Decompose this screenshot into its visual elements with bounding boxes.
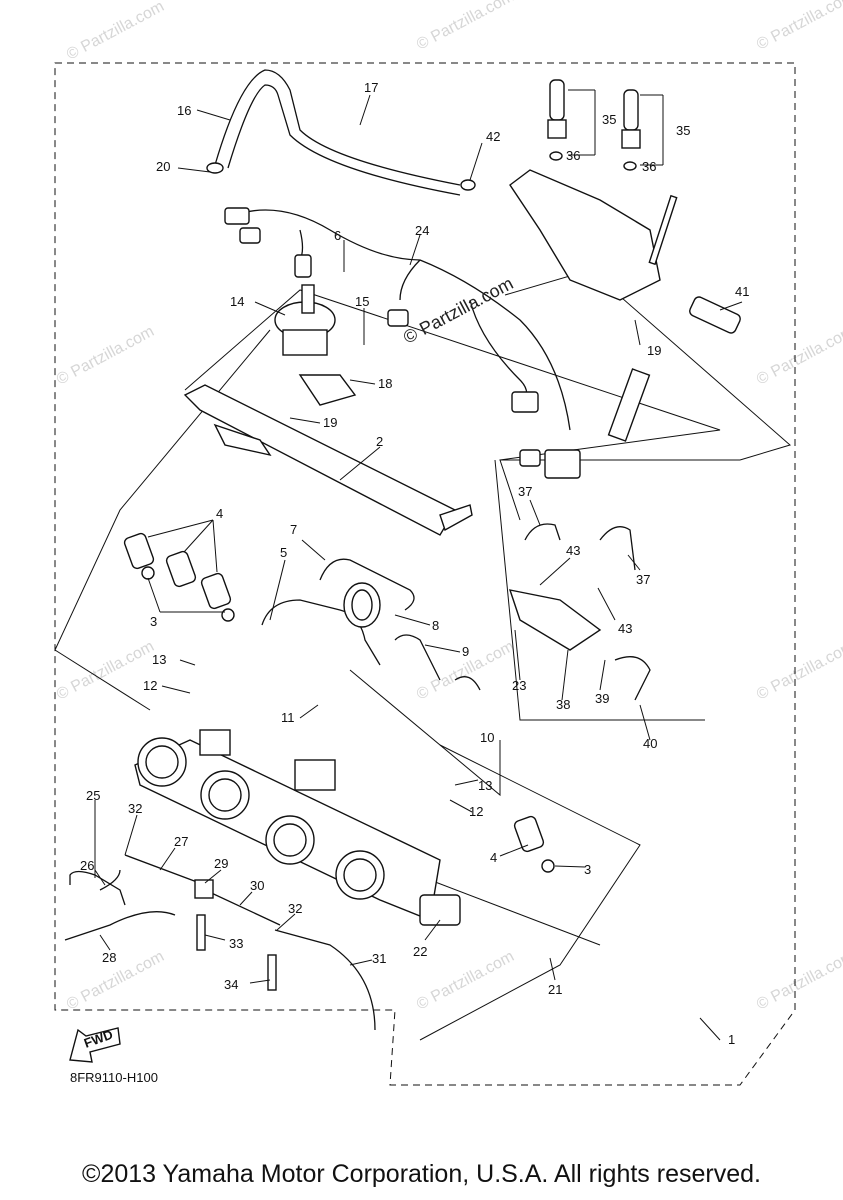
callout-28: 28 xyxy=(102,950,116,965)
diagram-code: 8FR9110-H100 xyxy=(70,1070,158,1085)
callout-19: 19 xyxy=(323,415,337,430)
callout-16: 16 xyxy=(177,103,191,118)
callout-15: 15 xyxy=(355,294,369,309)
watermark: © Partzilla.com xyxy=(754,323,843,389)
lower-hoses xyxy=(64,854,376,1031)
watermark: © Partzilla.com xyxy=(754,0,843,54)
callout-30: 30 xyxy=(250,878,264,893)
callout-11: 11 xyxy=(281,710,295,725)
fuel-rail xyxy=(183,374,473,536)
watermark: © Partzilla.com xyxy=(414,948,517,1014)
callout-36: 36 xyxy=(566,148,580,163)
callout-29: 29 xyxy=(214,856,228,871)
callout-17: 17 xyxy=(364,80,378,95)
callout-4: 4 xyxy=(216,506,223,521)
callout-38: 38 xyxy=(556,697,570,712)
assembly-boundary xyxy=(54,62,796,1086)
callout-14: 14 xyxy=(230,294,244,309)
callout-40: 40 xyxy=(643,736,657,751)
callout-25: 25 xyxy=(86,788,100,803)
callout-37: 37 xyxy=(518,484,532,499)
fuel-hose xyxy=(206,69,476,196)
pressure-sensor xyxy=(274,284,336,356)
vacuum-hoses xyxy=(261,558,481,691)
callout-5: 5 xyxy=(280,545,287,560)
watermark: © Partzilla.com xyxy=(754,638,843,704)
callout-43: 43 xyxy=(618,621,632,636)
callout-20: 20 xyxy=(156,159,170,174)
callout-3: 3 xyxy=(150,614,157,629)
pressure-regulator xyxy=(509,79,741,334)
callout-32: 32 xyxy=(288,901,302,916)
callout-21: 21 xyxy=(548,982,562,997)
callout-12: 12 xyxy=(143,678,157,693)
group-outlines xyxy=(54,269,792,1041)
callout-34: 34 xyxy=(224,977,238,992)
callout-3: 3 xyxy=(584,862,591,877)
callout-35: 35 xyxy=(602,112,616,127)
callout-8: 8 xyxy=(432,618,439,633)
callout-13: 13 xyxy=(478,778,492,793)
wire-harness xyxy=(224,207,581,479)
callout-10: 10 xyxy=(480,730,494,745)
callout-27: 27 xyxy=(174,834,188,849)
callout-2: 2 xyxy=(376,434,383,449)
callout-23: 23 xyxy=(512,678,526,693)
watermark: © Partzilla.com xyxy=(64,0,167,64)
callout-12: 12 xyxy=(469,804,483,819)
watermark: © Partzilla.com xyxy=(754,948,843,1014)
callouts: 1 2 3 3 4 4 5 6 7 8 9 10 11 12 12 13 13 … xyxy=(80,80,749,1047)
callout-18: 18 xyxy=(378,376,392,391)
callout-41: 41 xyxy=(735,284,749,299)
watermark: © Partzilla.com xyxy=(54,323,157,389)
callout-33: 33 xyxy=(229,936,243,951)
callout-4: 4 xyxy=(490,850,497,865)
callout-6: 6 xyxy=(334,228,341,243)
watermark: © Partzilla.com xyxy=(414,0,517,54)
callout-24: 24 xyxy=(415,223,429,238)
callout-26: 26 xyxy=(80,858,94,873)
callout-35: 35 xyxy=(676,123,690,138)
throttle-body xyxy=(134,729,461,926)
callout-7: 7 xyxy=(290,522,297,537)
injectors xyxy=(123,532,555,873)
callout-31: 31 xyxy=(372,951,386,966)
callout-1: 1 xyxy=(728,1032,735,1047)
callout-13: 13 xyxy=(152,652,166,667)
callout-37: 37 xyxy=(636,572,650,587)
copyright-notice: ©2013 Yamaha Motor Corporation, U.S.A. A… xyxy=(82,1160,761,1188)
leader-lines xyxy=(94,89,743,1041)
callout-42: 42 xyxy=(486,129,500,144)
callout-39: 39 xyxy=(595,691,609,706)
callout-9: 9 xyxy=(462,644,469,659)
callout-36: 36 xyxy=(642,159,656,174)
callout-19: 19 xyxy=(647,343,661,358)
callout-22: 22 xyxy=(413,944,427,959)
callout-43: 43 xyxy=(566,543,580,558)
watermark: © Partzilla.com xyxy=(54,638,157,704)
fwd-arrow-icon: FWD xyxy=(69,1027,121,1063)
right-hoses xyxy=(508,368,651,701)
callout-32: 32 xyxy=(128,801,142,816)
